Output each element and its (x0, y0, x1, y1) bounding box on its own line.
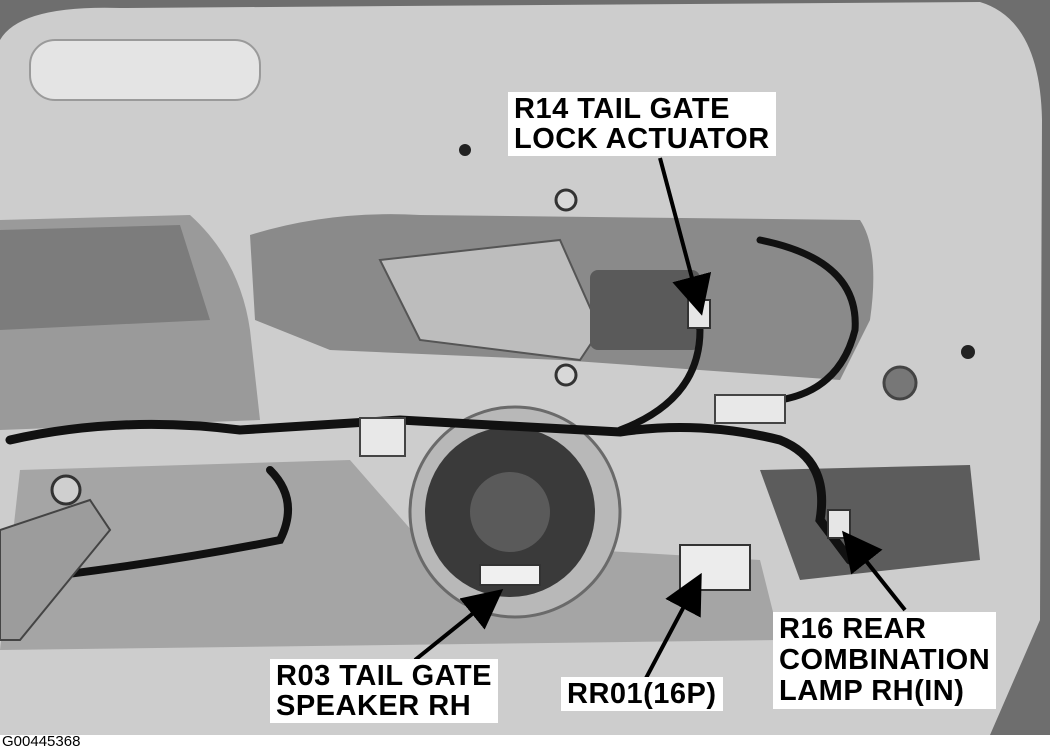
leader-line-r14 (658, 157, 712, 316)
connector-rr01 (679, 544, 751, 591)
lock-bracket (378, 238, 602, 362)
bolt (961, 345, 975, 359)
wire-harness-upper (616, 286, 704, 434)
leader-line-r16 (842, 530, 907, 612)
callout-rr01-connector: RR01(16P) (561, 677, 723, 711)
callout-r16-line3: LAMP RH(IN) (779, 675, 965, 707)
speaker-center (470, 472, 550, 552)
callout-r03-line1: R03 TAIL GATE (276, 660, 492, 692)
callout-r14-lock-actuator: R14 TAIL GATE LOCK ACTUATOR (508, 92, 776, 156)
wire-harness-main (5, 415, 855, 565)
wire-harness-right (756, 236, 859, 404)
connector-r16 (827, 509, 851, 539)
callout-r03-line2: SPEAKER RH (276, 690, 472, 722)
callout-r14-line1: R14 TAIL GATE (514, 93, 730, 125)
callout-r16-line1: R16 REAR (779, 613, 927, 645)
right-cavity (760, 465, 980, 580)
lock-actuator-housing (590, 270, 700, 350)
callout-r14-line2: LOCK ACTUATOR (514, 123, 770, 155)
callout-r16-line2: COMBINATION (779, 644, 991, 676)
callout-r03-speaker: R03 TAIL GATE SPEAKER RH (270, 659, 498, 723)
left-cavity-shadow (0, 225, 210, 330)
leader-line-r03 (413, 588, 504, 662)
connector-r03 (479, 564, 541, 586)
wire-harness-lower (56, 466, 292, 579)
figure-id: G00445368 (2, 733, 81, 750)
callout-rr01-line1: RR01(16P) (567, 678, 717, 710)
bolt (554, 188, 578, 212)
bolt (459, 144, 471, 156)
leader-line-rr01 (643, 572, 702, 681)
harness-clip-left (359, 417, 406, 457)
harness-clip (714, 394, 786, 424)
bolt (50, 474, 82, 506)
bolt (882, 365, 918, 401)
lower-opening (0, 460, 780, 650)
regulator-arm (0, 498, 112, 641)
callout-r16-combination-lamp: R16 REAR COMBINATION LAMP RH(IN) (773, 612, 997, 709)
handle-recess (29, 39, 261, 101)
bolt (554, 363, 578, 387)
